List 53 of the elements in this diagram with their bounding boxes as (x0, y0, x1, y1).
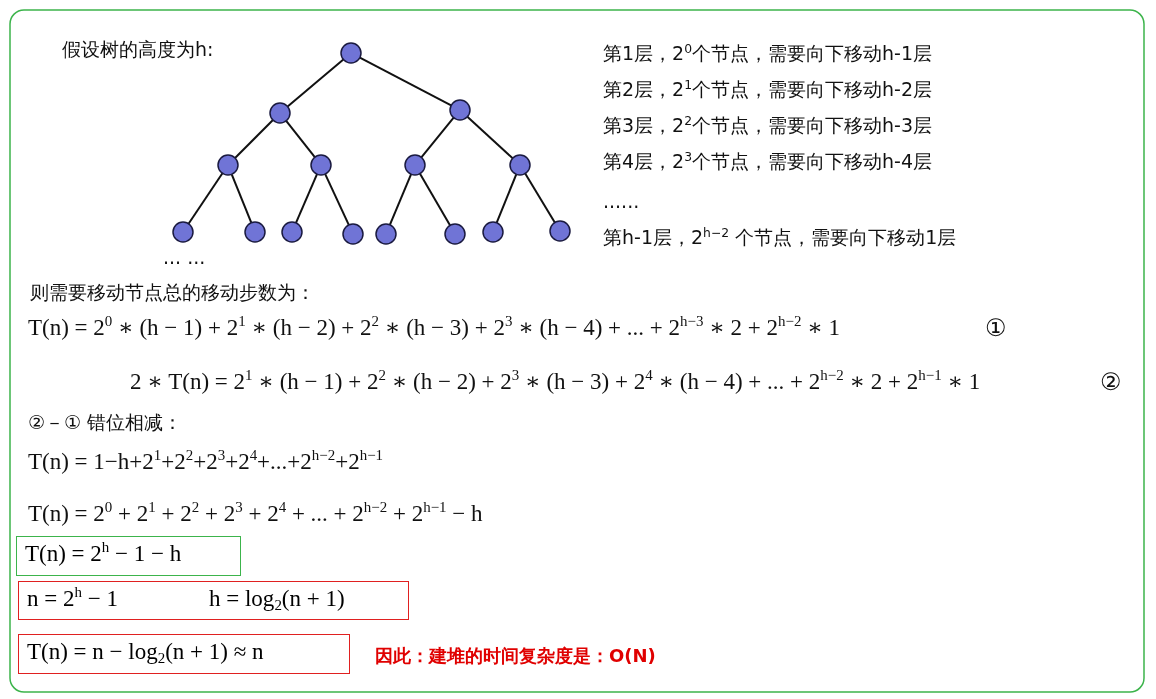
tree-edge (234, 119, 274, 159)
tree-node-circle (549, 220, 571, 242)
tree-node-circle (217, 154, 239, 176)
tree-edge (230, 173, 253, 224)
formula: n = 2$^{h}$ − 1 (27, 585, 118, 613)
formula: T(n) = 2$^{h}$ − 1 − h (25, 540, 182, 568)
tree-node-circle (404, 154, 426, 176)
level-text: 第3层，2$^{2}$个节点，需要向下移动h-3层 (603, 114, 933, 137)
tree-node-circle (482, 221, 504, 243)
tree-edge (286, 58, 345, 108)
tree-node-circle (509, 154, 531, 176)
tree-edge (285, 119, 316, 159)
formula: 2 ∗ T(n) = 2$^{1}$ ∗ (h − 1) + 2$^{2}$ ∗ (h − 2) + 2$^{3}$ ∗ (h − 3) + 2$^{4}$ ∗ (h − 4) + ... + 2$^{h−2}$ ∗ 2 + 2$^{h−1}$ ∗ 1 (130, 368, 981, 396)
level-text: 第2层，2$^{1}$个节点，需要向下移动h-2层 (603, 78, 933, 101)
level-text: 第4层，2$^{3}$个节点，需要向下移动h-4层 (603, 150, 933, 173)
tree-node-circle (269, 102, 291, 124)
tree-node-circle (340, 42, 362, 64)
formula: T(n) = 1−h+2$^{1}$+2$^{2}$+2$^{3}$+2$^{4}$+...+2$^{h−2}$+2$^{h−1}$ (28, 448, 384, 476)
heading-text: ②－① 错位相减： (28, 411, 183, 434)
ellipsis-text: ... ... (163, 246, 206, 269)
conclusion-text: 因此：建堆的时间复杂度是：O(N) (375, 645, 656, 667)
formula-box (18, 581, 409, 620)
circled-number: ① (985, 314, 1007, 343)
level-text: 第h-1层，2$^{h−2}$ 个节点，需要向下移动1层 (603, 226, 957, 249)
tree-edge (524, 172, 556, 224)
tree-edge (466, 115, 514, 160)
tree-edge (388, 173, 413, 226)
tree-node-circle (449, 99, 471, 121)
formula: T(n) = n − log$_{2}$(n + 1) ≈ n (27, 638, 264, 666)
tree-edge (420, 116, 455, 159)
formula-box (18, 634, 350, 674)
tree-edge (419, 172, 451, 227)
tree-node-circle (244, 221, 266, 243)
tree-node-circle (310, 154, 332, 176)
formula: T(n) = 2$^{0}$ ∗ (h − 1) + 2$^{1}$ ∗ (h − 2) + 2$^{2}$ ∗ (h − 3) + 2$^{3}$ ∗ (h − 4) + ... + 2$^{h−3}$ ∗ 2 + 2$^{h−2}$ ∗ 1 (28, 314, 841, 342)
tree-edge (294, 173, 319, 224)
tree-node-circle (172, 221, 194, 243)
formula-box (16, 536, 241, 576)
tree-node-circle (444, 223, 466, 245)
tree-node-circle (281, 221, 303, 243)
tree-node-circle (375, 223, 397, 245)
tree-edge (324, 173, 350, 226)
tree-node-circle (342, 223, 364, 245)
tree-edge (187, 172, 224, 225)
level-text: 第1层，2$^{0}$个节点，需要向下移动h-1层 (603, 42, 933, 65)
tree-edge (495, 173, 518, 224)
heading-text: 则需要移动节点总的移动步数为： (30, 281, 315, 304)
formula: h = log$_{2}$(n + 1) (209, 585, 345, 613)
circled-number: ② (1100, 368, 1122, 397)
heading-text: 假设树的高度为h: (62, 38, 214, 61)
tree-edge (358, 56, 453, 107)
ellipsis-text: ...... (603, 190, 640, 213)
formula: T(n) = 2$^{0}$ + 2$^{1}$ + 2$^{2}$ + 2$^{3}$ + 2$^{4}$ + ... + 2$^{h−2}$ + 2$^{h−1}$ − h (28, 500, 483, 528)
